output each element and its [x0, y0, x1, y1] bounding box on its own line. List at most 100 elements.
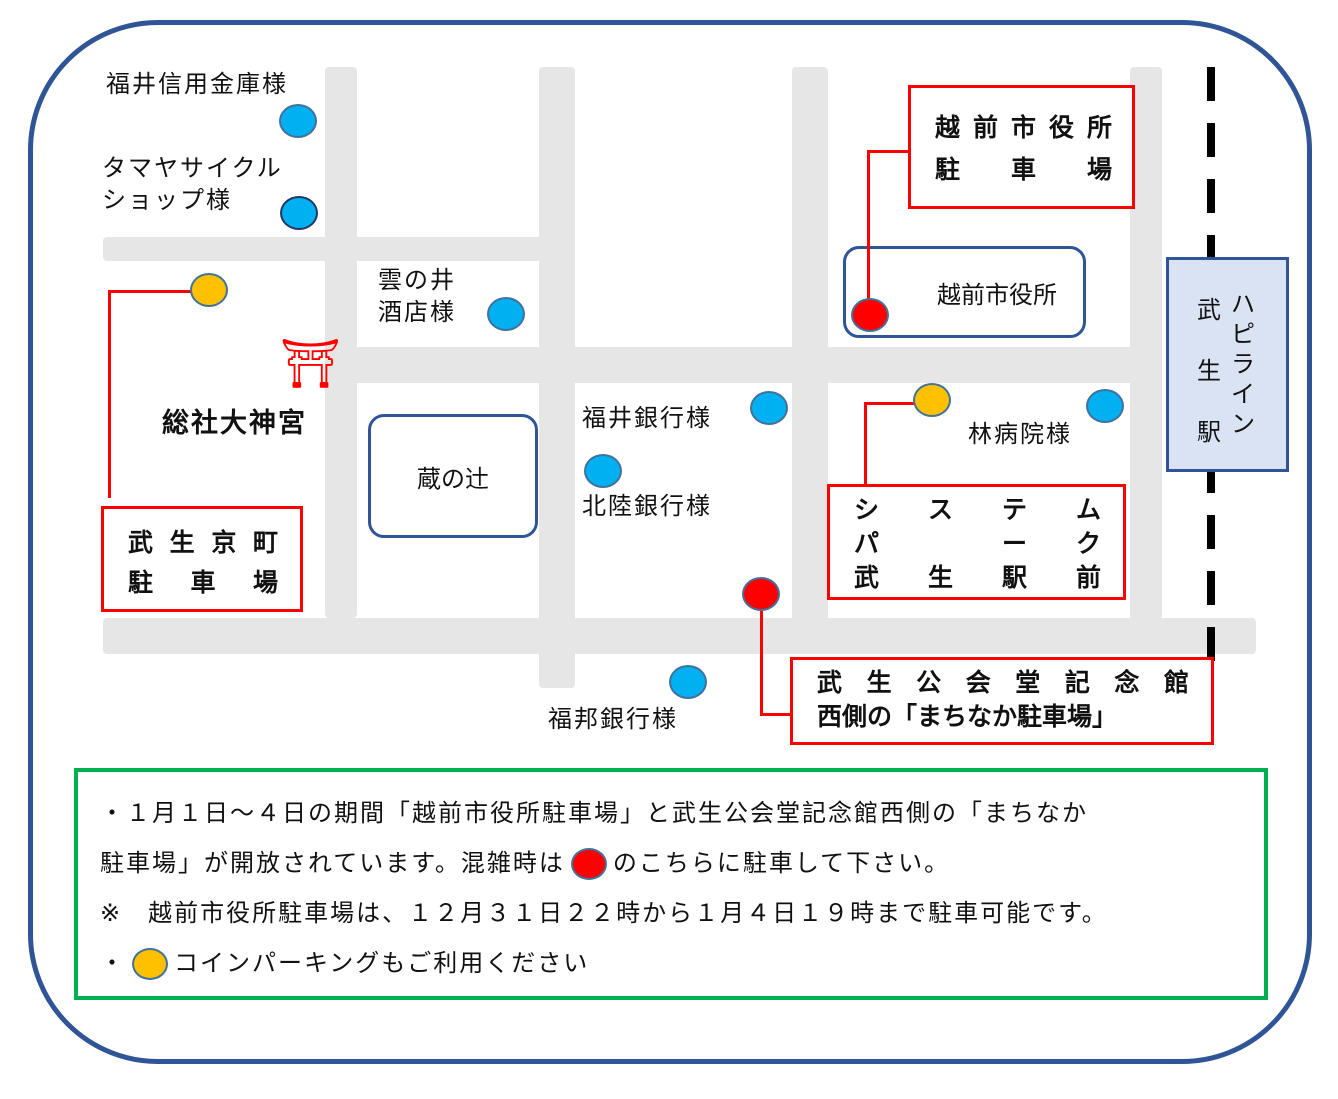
char: パ [854, 529, 880, 558]
road [325, 347, 1162, 383]
connector-line [867, 150, 870, 300]
char: 駅 [1001, 563, 1027, 592]
char: 生 [866, 668, 892, 697]
bank-marker [584, 454, 622, 488]
char: ク [1075, 529, 1101, 558]
char: 公 [916, 668, 942, 697]
char: 役 [1048, 113, 1074, 142]
parking-marker [851, 298, 889, 332]
kuranotsuji-block: 蔵の辻 [368, 414, 538, 538]
station-char: 駅 [1197, 418, 1221, 446]
char: シ [854, 495, 880, 524]
char: ス [927, 495, 953, 524]
char: 車 [1010, 155, 1036, 184]
coin-parking-marker [913, 383, 951, 417]
torii-icon: ⛩ [280, 336, 341, 392]
kokaido-parking-box: 武生公会堂記念館 西側の「まちなか駐車場」 [790, 657, 1214, 745]
coin-parking-marker [190, 273, 228, 307]
line-char: ピ [1231, 320, 1255, 348]
char: ム [1075, 495, 1101, 524]
line-char: ラ [1231, 350, 1255, 378]
notice-text: コインパーキングもご利用ください [174, 949, 590, 977]
station-char: 武 [1197, 296, 1221, 324]
road [1130, 67, 1162, 620]
takefu-station: 武 生 駅 ハ ピ ラ イ ン [1166, 257, 1289, 472]
road [325, 67, 357, 618]
char: 生 [927, 563, 953, 592]
shrine-label: 総社大神宮 [162, 408, 307, 439]
connector-line [760, 713, 792, 716]
char: 場 [1086, 155, 1112, 184]
notice-line: ・１月１日～４日の期間「越前市役所駐車場」と武生公会堂記念館西側の「まちなか [100, 799, 1088, 827]
bank-marker [750, 391, 788, 425]
char: 念 [1114, 668, 1140, 697]
road [792, 67, 828, 620]
kyomachi-parking-box: 武生京町 駐 車 場 [101, 506, 303, 612]
char: 武 [854, 563, 880, 592]
char: 武 [128, 528, 154, 557]
road [103, 237, 575, 261]
char: 駐 [128, 568, 154, 597]
char: 京 [211, 528, 237, 557]
notice-line: ※ 越前市役所駐車場は、１２月３１日２２時から１月４日１９時まで駐車可能です。 [100, 899, 1108, 927]
char: 前 [1075, 563, 1101, 592]
char: 生 [169, 528, 195, 557]
char: 所 [1086, 113, 1112, 142]
connector-line [864, 402, 914, 405]
connector-line [867, 150, 909, 153]
connector-line [760, 610, 763, 715]
char: 場 [252, 568, 278, 597]
kokaido-line2: 西側の「まちなか駐車場」 [817, 702, 1118, 731]
notice-line: 駐車場」が開放されています。混雑時は のこちらに駐車して下さい。 [100, 838, 1242, 888]
bank-marker [279, 104, 317, 138]
city-hall-parking-box: 越前市役所 駐 車 場 [908, 85, 1135, 209]
line-char: イ [1231, 380, 1255, 408]
line-char: ン [1231, 410, 1255, 438]
parking-marker [742, 577, 780, 611]
notice-text: のこちらに駐車して下さい。 [612, 849, 951, 877]
hayashi-hospital-label: 林病院様 [968, 420, 1072, 448]
bank-marker [669, 665, 707, 699]
notice-line: ・ コインパーキングもご利用ください [100, 938, 1242, 988]
char: 館 [1163, 668, 1189, 697]
station-char: 生 [1197, 357, 1221, 385]
char: 駐 [935, 155, 961, 184]
city-hall-block: 越前市役所 [843, 246, 1086, 338]
hokuriku-bank-label: 北陸銀行様 [582, 492, 712, 520]
road [103, 618, 1256, 654]
char: ー [1001, 529, 1027, 558]
kumonoi-label: 雲の井 [378, 266, 456, 294]
line-char: ハ [1231, 290, 1255, 318]
fukui-shinyo-label: 福井信用金庫様 [106, 70, 288, 98]
char: 車 [190, 568, 216, 597]
tamaya-label: タマヤサイクル [102, 154, 283, 182]
fukui-bank-label: 福井銀行様 [582, 404, 712, 432]
shop-marker [280, 196, 318, 230]
connector-line [108, 290, 111, 498]
parking-marker-icon [570, 848, 607, 880]
shop-marker [487, 297, 525, 331]
kumonoi-label: 酒店様 [378, 298, 456, 326]
connector-line [864, 402, 867, 486]
city-hall-label: 越前市役所 [937, 280, 1057, 309]
char: 会 [965, 668, 991, 697]
char: 記 [1064, 668, 1090, 697]
char: 越 [935, 113, 961, 142]
notice-text: ・ [100, 949, 126, 977]
notice-text: 駐車場」が開放されています。混雑時は [100, 849, 565, 877]
connector-line [108, 290, 192, 293]
system-park-parking-box: シ ス テ ム パ ー ク 武 生 駅 前 [827, 484, 1126, 600]
char: テ [1001, 495, 1027, 524]
char: 前 [972, 113, 998, 142]
kuranotsuji-label: 蔵の辻 [417, 464, 489, 493]
fukuho-bank-label: 福邦銀行様 [548, 705, 678, 733]
char: 堂 [1015, 668, 1041, 697]
char: 武 [817, 668, 843, 697]
coin-parking-marker-icon [132, 948, 168, 980]
map-frame [28, 20, 1312, 1064]
char: 市 [1010, 113, 1036, 142]
notice-box: ・１月１日～４日の期間「越前市役所駐車場」と武生公会堂記念館西側の「まちなか 駐… [74, 768, 1268, 1000]
tamaya-label: ショップ様 [102, 186, 232, 214]
char: 町 [252, 528, 278, 557]
